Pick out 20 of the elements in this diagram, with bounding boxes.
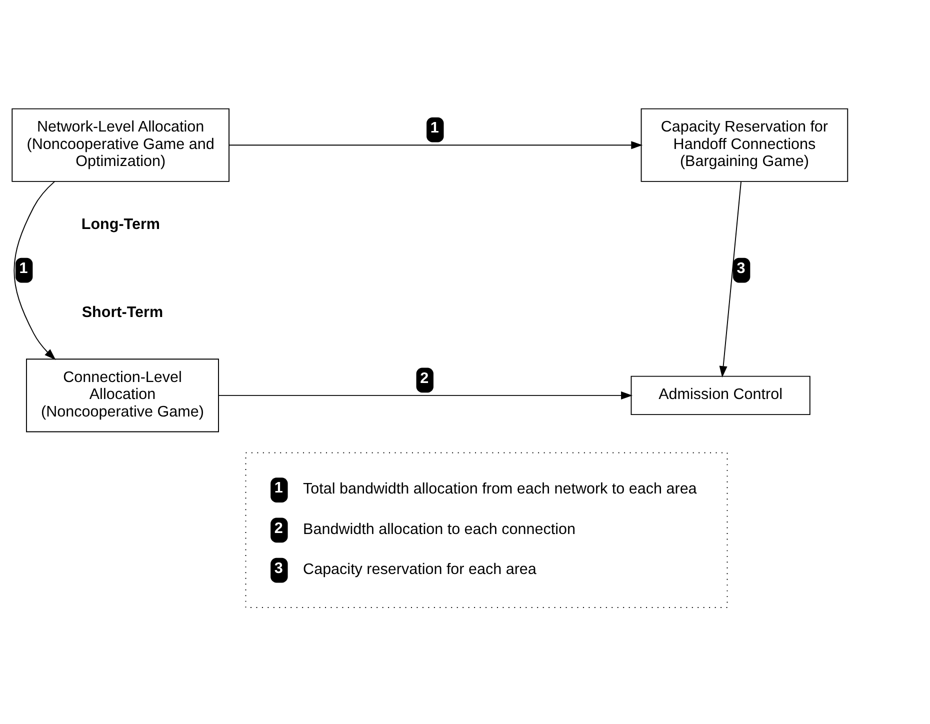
label: Short-Term	[82, 304, 164, 321]
node-box	[245, 452, 728, 608]
legend-label: Bandwidth allocation to each connection	[303, 520, 576, 538]
edge-label: 1	[430, 120, 439, 137]
label: Long-Term	[81, 216, 160, 234]
arrow	[719, 181, 742, 378]
node-box: Capacity Reservation for Handoff Connections (Bargaining Game)	[640, 108, 848, 182]
arrow	[228, 141, 643, 150]
edge-label: 2	[420, 370, 429, 387]
legend-label: Capacity reservation for each area	[303, 560, 536, 578]
arrow	[218, 391, 633, 400]
node-box: Admission Control	[630, 376, 810, 416]
legend-label: Total bandwidth allocation from each network to each area	[303, 480, 697, 498]
node-box: Connection-Level Allocation (Noncooperative Game)	[26, 358, 219, 432]
label: 2	[274, 520, 283, 537]
node-box: Network-Level Allocation (Noncooperative Game and Optimization)	[12, 108, 230, 182]
edge-label: 3	[736, 260, 746, 277]
label: 3	[274, 560, 283, 577]
edge-label: 1	[19, 260, 28, 277]
label: 1	[274, 480, 283, 497]
